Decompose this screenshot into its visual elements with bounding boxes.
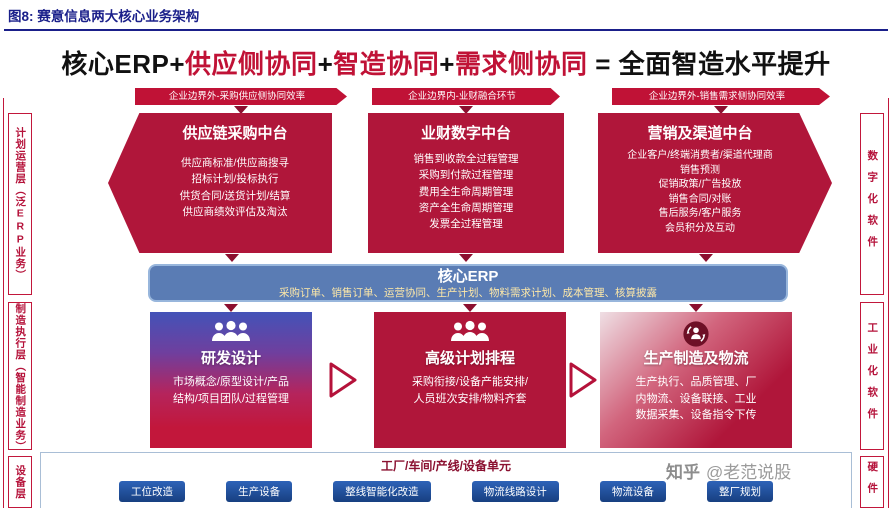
factory-item-production-equipment: 生产设备 (226, 481, 293, 502)
header-rule (4, 29, 888, 31)
layer-label-text: 制造执行层（智能制造业务） (14, 303, 27, 450)
down-arrow-icon (463, 304, 477, 312)
factory-item-logistics-route: 物流线路设计 (471, 481, 559, 502)
block-title: 高级计划排程 (424, 350, 515, 367)
flow-ribbon-finance: 企业边界内-业财融合环节 (372, 88, 560, 105)
factory-section: 工厂/车间/产线/设备单元 工位改造 生产设备 整线智能化改造 物流线路设计 物… (40, 452, 852, 508)
block-title: 研发设计 (200, 350, 261, 367)
down-arrow-icon (225, 254, 239, 262)
layer-label-mes: 制造执行层（智能制造业务） (8, 302, 32, 450)
factory-item-line-upgrade: 整线智能化改造 (333, 481, 431, 502)
headline-part: 需求侧协同 (454, 49, 588, 79)
headline-part: 智造协同 (333, 49, 440, 79)
headline-part: + (439, 49, 455, 79)
factory-buttons-row: 工位改造 生产设备 整线智能化改造 物流线路设计 物流设备 整厂规划 (41, 481, 851, 502)
flow-arrow-icon (328, 361, 358, 404)
block-advanced-scheduling: 高级计划排程 采购衔接/设备产能安排/ 人员班次安排/物料齐套 (374, 312, 566, 448)
layer-label-device: 设备层 (8, 456, 32, 508)
headline-part: + (317, 49, 334, 79)
block-body: 生产执行、品质管理、厂 内物流、设备联接、工业 数据采集、设备指令下传 (635, 376, 757, 421)
block-title: 营销及渠道中台 (647, 125, 753, 142)
down-arrow-icon (224, 304, 238, 312)
people-icon (150, 320, 312, 346)
category-label-text: 硬件 (866, 460, 879, 504)
cycle-icon (600, 320, 792, 347)
people-icon (374, 320, 566, 346)
block-finance-platform: 业财数字中台 销售到收款全过程管理 采购到付款过程管理 费用全生命周期管理 资产… (368, 113, 564, 253)
flow-ribbon-supply: 企业边界外-采购供应侧协同效率 (135, 88, 347, 105)
category-label-text: 工业化软件 (866, 322, 879, 430)
category-label-digital-software: 数字化软件 (860, 113, 884, 295)
down-arrow-icon (699, 254, 713, 262)
down-arrow-icon (714, 106, 728, 114)
category-label-industrial-software: 工业化软件 (860, 302, 884, 450)
block-title: 供应链采购中台 (182, 125, 288, 142)
diagram-frame-left (3, 98, 4, 508)
block-production-logistics: 生产制造及物流 生产执行、品质管理、厂 内物流、设备联接、工业 数据采集、设备指… (600, 312, 792, 448)
down-arrow-icon (459, 254, 473, 262)
headline: 核心ERP+供应侧协同+智造协同+需求侧协同 = 全面智造水平提升 (0, 44, 892, 81)
block-marketing-platform: 营销及渠道中台 企业客户/终端消费者/渠道代理商 销售预测 促销政策/广告投放 … (598, 113, 832, 253)
category-label-text: 数字化软件 (866, 150, 879, 258)
flow-arrow-icon (568, 361, 598, 404)
diagram-frame-right (888, 98, 889, 508)
down-arrow-icon (234, 106, 248, 114)
block-procurement-platform: 供应链采购中台 供应商标准/供应商搜寻 招标计划/投标执行 供货合同/送货计划/… (108, 113, 332, 253)
headline-part: 核心ERP+ (61, 49, 186, 79)
figure-caption: 图8: 赛意信息两大核心业务架构 (8, 5, 199, 25)
headline-part: 供应侧协同 (185, 49, 318, 79)
layer-label-planning: 计划运营层（泛ERP业务） (8, 113, 32, 295)
flow-ribbon-demand: 企业边界外-销售需求侧协同效率 (612, 88, 830, 105)
core-erp-bar: 核心ERP 采购订单、销售订单、运营协同、生产计划、物料需求计划、成本管理、核算… (148, 264, 788, 302)
block-body: 供应商标准/供应商搜寻 招标计划/投标执行 供货合同/送货计划/结算 供应商绩效… (179, 157, 291, 218)
watermark-handle: @老范说股 (706, 463, 792, 482)
factory-label: 工厂/车间/产线/设备单元 (380, 459, 511, 473)
category-label-hardware: 硬件 (860, 456, 884, 508)
block-title: 生产制造及物流 (643, 350, 749, 367)
factory-item-plant-planning: 整厂规划 (706, 481, 773, 502)
block-body: 市场概念/原型设计/产品 结构/项目团队/过程管理 (172, 376, 290, 405)
block-rd-design: 研发设计 市场概念/原型设计/产品 结构/项目团队/过程管理 (150, 312, 312, 448)
erp-title: 核心ERP (437, 268, 499, 285)
headline-part: = 全面智造水平提升 (587, 49, 831, 79)
block-body: 销售到收款全过程管理 采购到付款过程管理 费用全生命周期管理 资产全生命周期管理… (413, 153, 519, 231)
figure-label: 图8: (8, 9, 34, 24)
watermark: 知乎 @老范说股 (666, 458, 791, 483)
erp-subtitle: 采购订单、销售订单、运营协同、生产计划、物料需求计划、成本管理、核算披露 (279, 287, 657, 300)
layer-label-text: 计划运营层（泛ERP业务） (14, 127, 27, 281)
watermark-brand: 知乎 (666, 463, 700, 482)
block-title: 业财数字中台 (420, 125, 511, 142)
layer-label-text: 设备层 (14, 464, 27, 500)
block-body: 采购衔接/设备产能安排/ 人员班次安排/物料齐套 (411, 376, 529, 405)
block-body: 企业客户/终端消费者/渠道代理商 销售预测 促销政策/广告投放 销售合同/对账 … (627, 150, 773, 234)
figure-title: 赛意信息两大核心业务架构 (37, 9, 200, 24)
down-arrow-icon (689, 304, 703, 312)
factory-item-workstation: 工位改造 (119, 481, 185, 502)
down-arrow-icon (459, 106, 473, 114)
factory-item-logistics-equipment: 物流设备 (599, 481, 666, 502)
